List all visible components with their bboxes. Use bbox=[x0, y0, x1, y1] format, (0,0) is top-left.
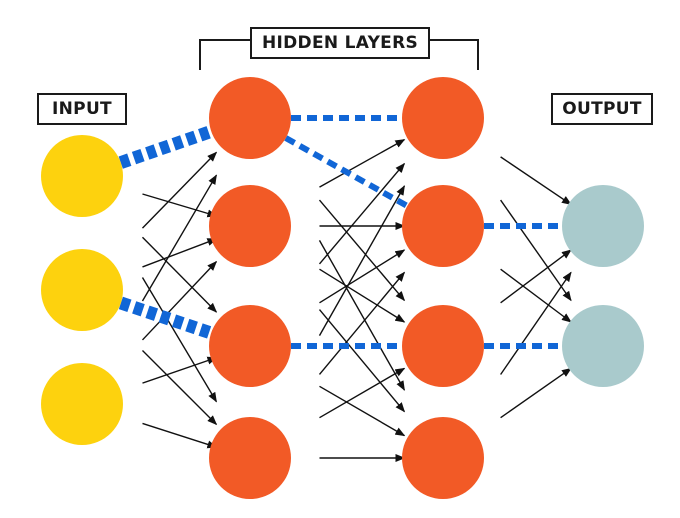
connection-arrow-0-0-3 bbox=[141, 277, 218, 403]
highlighted-connection-0-1-2 bbox=[118, 296, 214, 340]
connection-arrow-0-2-1 bbox=[141, 260, 218, 341]
connection-arrow-0-1-3 bbox=[141, 349, 218, 426]
connection-arrow-1-3-0 bbox=[318, 185, 406, 336]
hidden-1-node-4 bbox=[209, 417, 291, 499]
output-label-text: OUTPUT bbox=[562, 99, 642, 119]
hidden-2-node-3 bbox=[402, 305, 484, 387]
connection-arrow-1-0-3 bbox=[318, 240, 406, 391]
hidden-2-node-2 bbox=[402, 185, 484, 267]
connection-arrow-1-1-3 bbox=[318, 309, 406, 413]
connection-arrow-0-2-0 bbox=[141, 174, 218, 302]
connection-arrow-2-2-0 bbox=[500, 249, 572, 304]
connection-arrow-2-3-1 bbox=[500, 367, 572, 419]
highlighted-connection-1-0-1 bbox=[284, 135, 409, 209]
connection-arrow-1-1-2 bbox=[319, 268, 406, 323]
connection-arrow-1-3-2 bbox=[319, 367, 406, 419]
hidden-1-node-2 bbox=[209, 185, 291, 267]
connection-arrow-0-2-2 bbox=[142, 356, 218, 384]
hidden-2-node-4 bbox=[402, 417, 484, 499]
highlighted-connection-0-0-0 bbox=[118, 125, 214, 169]
output-label: OUTPUT bbox=[551, 93, 653, 125]
hidden-2-node-1 bbox=[402, 77, 484, 159]
connection-arrow-2-0-1 bbox=[500, 199, 572, 302]
connection-arrow-1-1-0 bbox=[319, 138, 406, 188]
hidden-1-node-1 bbox=[209, 77, 291, 159]
connection-arrow-1-3-1 bbox=[318, 271, 406, 375]
connection-arrow-0-0-1 bbox=[142, 193, 218, 218]
input-node-1 bbox=[41, 135, 123, 217]
connection-arrow-0-1-1 bbox=[142, 238, 218, 268]
connection-arrow-2-1-1 bbox=[500, 268, 572, 323]
input-node-3 bbox=[41, 363, 123, 445]
connection-arrows bbox=[141, 138, 572, 462]
hidden-layers-bracket bbox=[199, 39, 479, 70]
connection-arrow-0-1-0 bbox=[141, 151, 218, 229]
input-label: INPUT bbox=[37, 93, 127, 125]
connection-arrow-2-0-0 bbox=[500, 156, 572, 205]
hidden-1-node-3 bbox=[209, 305, 291, 387]
network-nodes bbox=[41, 77, 644, 499]
connection-arrow-0-0-2 bbox=[141, 236, 218, 313]
output-node-1 bbox=[562, 185, 644, 267]
connection-arrow-1-2-3 bbox=[319, 385, 406, 437]
output-node-2 bbox=[562, 305, 644, 387]
connection-arrow-2-3-0 bbox=[500, 271, 572, 375]
hidden-layers-label-text: HIDDEN LAYERS bbox=[262, 33, 418, 53]
connection-arrow-1-2-1 bbox=[319, 249, 406, 304]
hidden-layers-label: HIDDEN LAYERS bbox=[250, 27, 430, 59]
connection-arrow-1-2-0 bbox=[318, 162, 406, 265]
connection-arrow-0-2-3 bbox=[142, 422, 218, 449]
input-label-text: INPUT bbox=[52, 99, 112, 119]
connection-arrow-1-0-2 bbox=[318, 199, 406, 302]
highlighted-connections bbox=[118, 115, 562, 349]
input-node-2 bbox=[41, 249, 123, 331]
